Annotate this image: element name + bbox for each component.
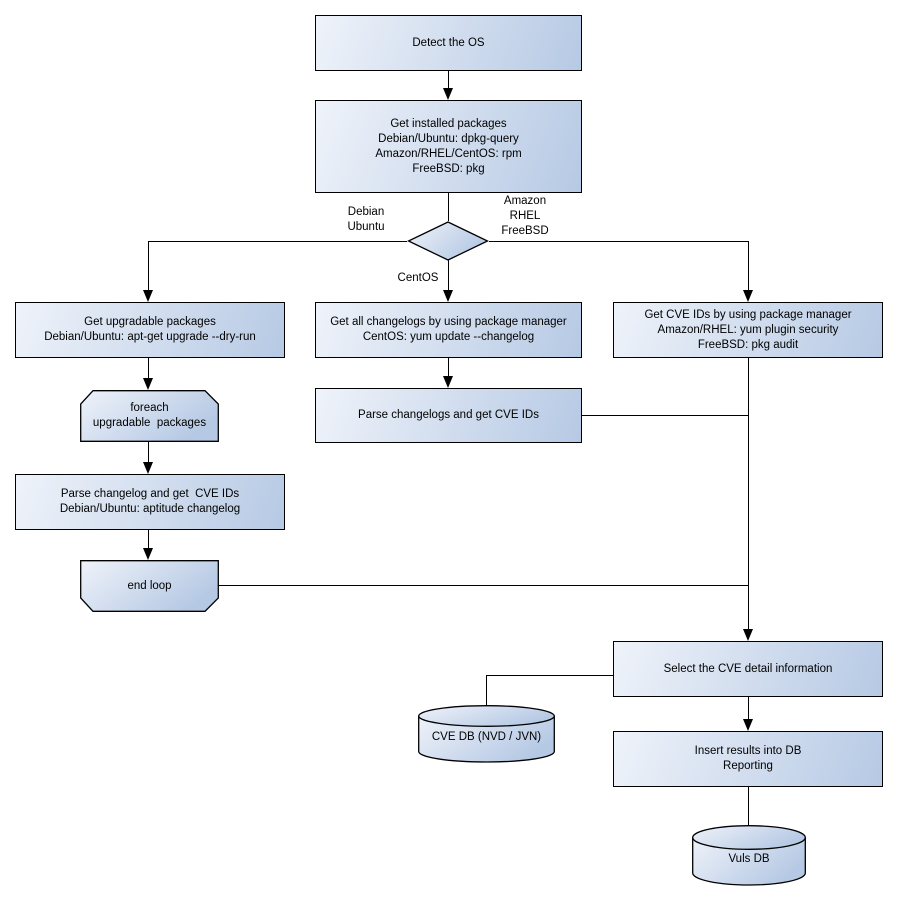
cve-db-cylinder: [418, 705, 555, 763]
loop-end-shape: [80, 560, 219, 612]
arrowhead-into-changelogs: [442, 290, 453, 302]
edge-upgradable-to-foreach: [148, 358, 149, 379]
node-cve-db: CVE DB (NVD / JVN): [431, 730, 542, 743]
arrowhead-into-parsemid: [442, 376, 453, 388]
edge-decision-right: [489, 241, 748, 242]
edge-parsemid-to-merge: [582, 415, 748, 416]
arrowhead-into-installed: [442, 88, 453, 100]
node-vuls-db: Vuls DB: [728, 852, 770, 865]
arrowhead-into-foreach: [142, 378, 153, 390]
edge-foreach-to-parse: [148, 441, 149, 463]
edge-endloop-to-merge: [218, 585, 748, 586]
node-get-installed-packages: Get installed packages Debian/Ubuntu: dp…: [315, 100, 582, 193]
edge-cvedb-vertical: [486, 675, 487, 706]
edge-decision-left: [148, 241, 407, 242]
node-detect-os: Detect the OS: [315, 15, 582, 71]
edge-detect-to-installed: [448, 71, 449, 89]
node-select-cve-detail: Select the CVE detail information: [613, 641, 883, 697]
arrowhead-into-cveids: [742, 290, 753, 302]
edge-left-down: [148, 241, 149, 291]
node-foreach-loop: foreach upgradable packages: [92, 402, 207, 429]
loop-start-shape: [80, 390, 219, 442]
edge-merge-to-select: [748, 358, 749, 630]
node-get-cve-ids: Get CVE IDs by using package manager Ama…: [613, 302, 883, 358]
node-insert-results: Insert results into DB Reporting: [613, 731, 883, 787]
edge-centos-down: [448, 259, 449, 291]
node-get-upgradable-packages: Get upgradable packages Debian/Ubuntu: a…: [15, 302, 285, 358]
node-get-all-changelogs: Get all changelogs by using package mana…: [315, 302, 582, 358]
arrowhead-into-insert: [742, 719, 753, 731]
edge-parse-to-endloop: [148, 530, 149, 549]
node-parse-changelogs-mid: Parse changelogs and get CVE IDs: [315, 388, 582, 443]
vuls-db-cylinder: [692, 825, 806, 886]
edge-cvedb-horizontal: [486, 675, 613, 676]
node-parse-changelog-left: Parse changelog and get CVE IDs Debian/U…: [15, 474, 285, 530]
edge-installed-to-decision: [448, 193, 449, 221]
edge-select-to-insert: [748, 697, 749, 720]
edge-label-amazon-rhel-freebsd: Amazon RHEL FreeBSD: [501, 195, 549, 237]
arrowhead-into-upgradable: [142, 290, 153, 302]
edge-label-debian-ubuntu: Debian Ubuntu: [347, 206, 385, 233]
edge-changelogs-to-parse: [448, 358, 449, 377]
edge-insert-to-vulsdb: [748, 787, 749, 826]
edge-label-centos: CentOS: [397, 272, 439, 284]
arrowhead-into-parseleft: [142, 462, 153, 474]
node-end-loop: end loop: [127, 579, 172, 592]
edge-right-down: [748, 241, 749, 291]
arrowhead-into-select: [742, 629, 753, 641]
decision-diamond: [407, 221, 489, 261]
arrowhead-into-endloop: [142, 548, 153, 560]
